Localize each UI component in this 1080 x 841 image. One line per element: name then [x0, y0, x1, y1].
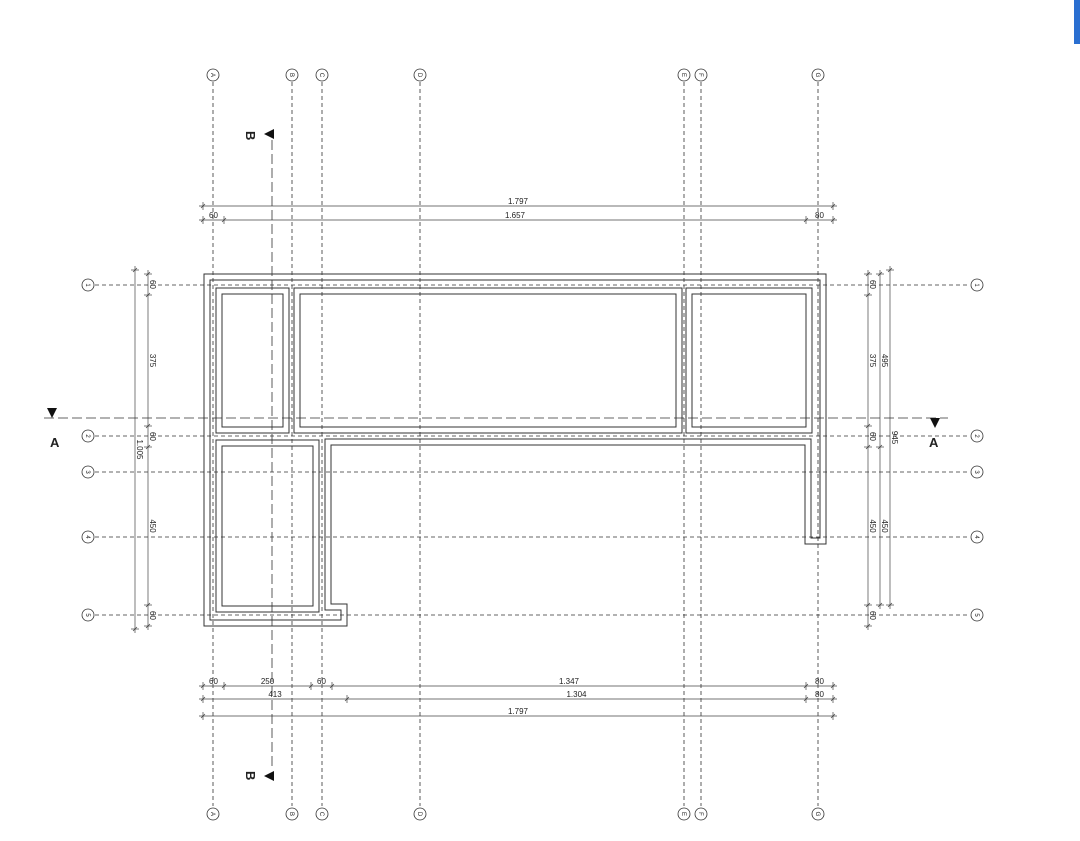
dim-bottom-chain-2-label: 80	[815, 690, 824, 699]
dim-right-chain-label: 60	[868, 432, 877, 441]
section-b-bottom-arrow-icon	[264, 771, 274, 781]
dim-left-chain-label: 375	[148, 354, 157, 368]
room-top-right-inner	[691, 293, 807, 428]
room-top-middle-inner	[299, 293, 677, 428]
dim-right-chain-label: 450	[868, 519, 877, 533]
room-top-middle	[293, 287, 683, 434]
grid-label-row-4: 4	[84, 535, 90, 539]
grid-label-row-2: 2	[84, 434, 90, 438]
grid-label-C: C	[318, 812, 324, 817]
grid-bubble-row-1	[81, 278, 95, 292]
dim-right-total-label: 945	[890, 431, 899, 445]
grid-bubble-row-2	[970, 429, 984, 443]
dim-left-total-label: 1.005	[135, 439, 144, 460]
grid-label-A: A	[209, 73, 215, 77]
grid-label-G: G	[814, 812, 820, 817]
grid-label-E: E	[680, 812, 686, 816]
grid-bubble-B	[285, 68, 299, 82]
section-b-top-label: B	[243, 131, 258, 140]
dimension-lines: 1.797 60 1.657 80 60 250 60 1.347 80 413 1.304 80 1.…	[131, 197, 899, 720]
section-a-right-arrow-icon	[930, 418, 940, 428]
room-bottom-left	[215, 439, 320, 613]
dim-bottom-chain-2-label: 413	[268, 690, 282, 699]
grid-label-F: F	[697, 812, 703, 816]
grid-label-B: B	[288, 812, 294, 816]
grid-label-row-5: 5	[973, 613, 979, 617]
grid-label-E: E	[680, 73, 686, 77]
grid-bubble-E	[677, 807, 691, 821]
grid-label-F: F	[697, 73, 703, 77]
grid-label-row-5: 5	[84, 613, 90, 617]
grid-bubble-D	[413, 807, 427, 821]
grid-label-C: C	[318, 73, 324, 78]
dim-left-chain-label: 60	[148, 280, 157, 289]
grid-bubble-row-1	[970, 278, 984, 292]
dim-right-chain-label: 375	[868, 354, 877, 368]
section-b-top-arrow-icon	[264, 129, 274, 139]
room-bottom-left-inner	[221, 445, 314, 607]
grid-label-D: D	[416, 812, 422, 817]
dim-bottom-total-label: 1.797	[508, 707, 529, 716]
grid-label-B: B	[288, 73, 294, 77]
grid-label-row-3: 3	[84, 470, 90, 474]
section-a-right-label: A	[929, 435, 939, 450]
section-b-bottom-label: B	[243, 771, 258, 780]
grid-bubble-G	[811, 807, 825, 821]
outer-wall-outline	[203, 273, 827, 627]
dim-top-chain-label: 60	[209, 211, 218, 220]
room-top-right	[685, 287, 813, 434]
grid-label-row-1: 1	[973, 283, 979, 287]
grid-bubble-row-2	[81, 429, 95, 443]
grid-bubble-row-5	[970, 608, 984, 622]
dim-bottom-chain-1-label: 60	[317, 677, 326, 686]
grid-bubble-E	[677, 68, 691, 82]
dim-top-chain-label: 1.657	[505, 211, 526, 220]
grid-label-A: A	[209, 812, 215, 816]
dim-bottom-chain-1-label: 1.347	[559, 677, 580, 686]
grid-bubble-G	[811, 68, 825, 82]
window-edge-tab	[1074, 0, 1080, 44]
foundation-walls	[203, 273, 827, 627]
grid-bubble-A	[206, 807, 220, 821]
grid-bubble-row-3	[970, 465, 984, 479]
dim-bottom-chain-1-label: 60	[209, 677, 218, 686]
grid-bubble-row-5	[81, 608, 95, 622]
dim-left-chain-label: 450	[148, 519, 157, 533]
dim-right-mid-label: 495	[880, 354, 889, 368]
grid-bubble-row-4	[970, 530, 984, 544]
section-a-left-arrow-icon	[47, 408, 57, 418]
grid-label-row-2: 2	[973, 434, 979, 438]
grid-bubble-B	[285, 807, 299, 821]
grid-bubble-C	[315, 807, 329, 821]
dim-left-chain-label: 60	[148, 611, 157, 620]
grid-bubble-A	[206, 68, 220, 82]
grid-label-row-1: 1	[84, 283, 90, 287]
grid-label-G: G	[814, 73, 820, 78]
grid-bubble-C	[315, 68, 329, 82]
dim-bottom-chain-1-label: 250	[261, 677, 275, 686]
dim-right-chain-label: 60	[868, 611, 877, 620]
dim-right-mid-label: 450	[880, 519, 889, 533]
outer-wall-inner-line	[209, 279, 821, 621]
grid-label-row-4: 4	[973, 535, 979, 539]
dim-top-total-label: 1.797	[508, 197, 529, 206]
grid-label-D: D	[416, 73, 422, 78]
room-top-left	[215, 287, 290, 434]
dim-bottom-chain-1-label: 80	[815, 677, 824, 686]
dim-right-chain-label: 60	[868, 280, 877, 289]
dim-top-chain-label: 80	[815, 211, 824, 220]
grid-lines: A A B B C C D D E E F F G G 1 1 2 2 3 3 4 4 5 5	[81, 68, 984, 821]
grid-bubble-F	[694, 807, 708, 821]
section-marks: A A B B	[44, 129, 948, 781]
room-top-left-inner	[221, 293, 284, 428]
grid-bubble-D	[413, 68, 427, 82]
grid-bubble-F	[694, 68, 708, 82]
grid-bubble-row-4	[81, 530, 95, 544]
section-a-left-label: A	[50, 435, 60, 450]
dim-bottom-chain-2-label: 1.304	[566, 690, 587, 699]
grid-bubble-row-3	[81, 465, 95, 479]
dim-left-chain-label: 60	[148, 432, 157, 441]
grid-label-row-3: 3	[973, 470, 979, 474]
